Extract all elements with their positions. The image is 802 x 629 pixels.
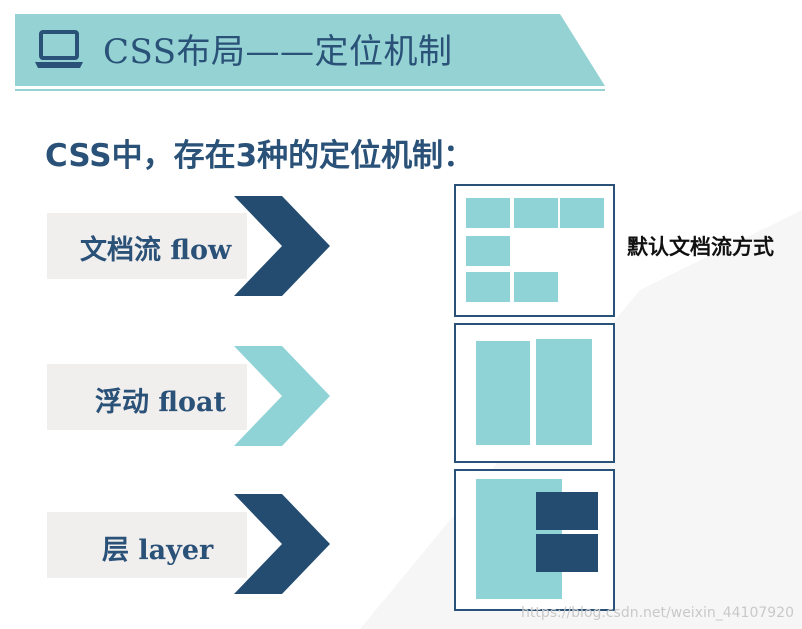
row-layer-background xyxy=(47,512,247,578)
row-flow-background xyxy=(47,213,247,279)
layer-overlay-block xyxy=(536,534,598,572)
title-banner xyxy=(15,14,605,91)
row-flow-label: 文档流 flow xyxy=(80,235,232,266)
flow-block xyxy=(466,236,510,266)
row-flow-arrow xyxy=(234,196,330,296)
flow-diagram-panel xyxy=(454,184,615,317)
row-layer-arrow xyxy=(234,494,330,594)
row-float-arrow xyxy=(234,346,330,446)
row-layer-label: 层 layer xyxy=(102,535,214,566)
flow-block xyxy=(514,198,558,228)
flow-block xyxy=(560,198,604,228)
row-float-background xyxy=(47,364,247,430)
intro-text: CSS中，存在3种的定位机制： xyxy=(45,138,475,174)
page-title: CSS布局——定位机制 xyxy=(103,32,453,72)
layer-overlay-block xyxy=(536,492,598,530)
float-column-right xyxy=(536,339,592,445)
flow-block xyxy=(514,272,558,302)
layer-diagram-panel xyxy=(454,469,615,611)
default-flow-caption: 默认文档流方式 xyxy=(627,235,774,259)
watermark: https://blog.csdn.net/weixin_44107920 xyxy=(520,605,794,621)
row-float-label: 浮动 float xyxy=(95,387,227,418)
laptop-icon xyxy=(35,30,83,68)
float-diagram-panel xyxy=(454,323,615,463)
flow-block xyxy=(466,272,510,302)
float-column-left xyxy=(476,341,530,445)
flow-block xyxy=(466,198,510,228)
